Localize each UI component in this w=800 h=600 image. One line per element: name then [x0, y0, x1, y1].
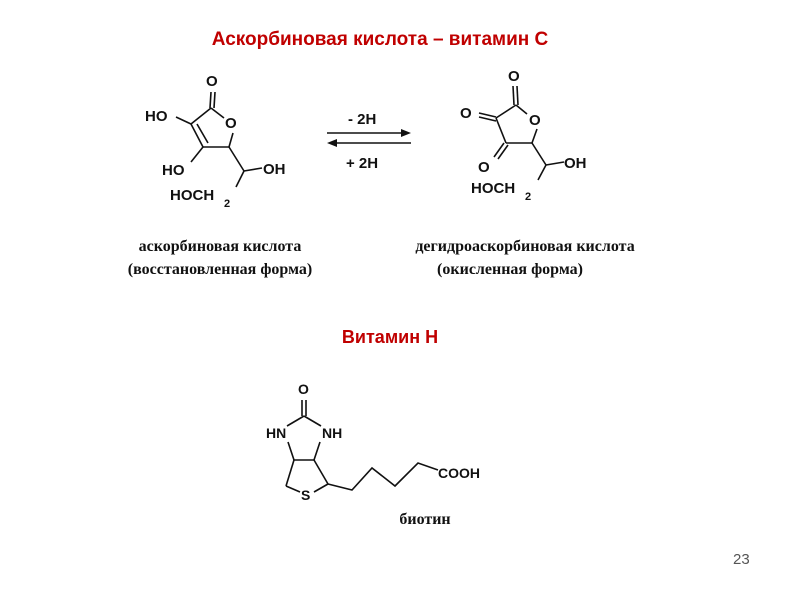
- ascorbic-caption-name: аскорбиновая кислота: [138, 238, 302, 255]
- dehydro-hoch: HOCH: [471, 180, 515, 197]
- dehydroascorbic-acid-structure: [478, 85, 565, 181]
- reaction-forward-label: - 2H: [348, 111, 376, 128]
- ascorbic-hoch: HOCH: [170, 187, 214, 204]
- page-number: 23: [733, 551, 750, 568]
- dehydro-o-bottom: O: [478, 159, 490, 176]
- dehydro-caption-name: дегидроаскорбиновая кислота: [415, 238, 635, 255]
- vitamin-h-title: Витамин Н: [341, 327, 439, 347]
- ascorbic-oh-side: OH: [263, 161, 286, 178]
- biotin-hn: HN: [266, 425, 286, 441]
- ascorbic-ho-top: HO: [145, 108, 168, 125]
- dehydro-caption-form: (окисленная форма): [437, 261, 583, 278]
- dehydro-ring-o: O: [529, 112, 541, 129]
- ascorbic-subscript-2: 2: [224, 198, 230, 210]
- ascorbic-ring-o: O: [225, 115, 237, 132]
- biotin-atom-labels: O HN NH S COOH: [266, 381, 480, 503]
- biotin-caption: биотин: [399, 511, 451, 528]
- dehydroascorbic-acid-atom-labels: O O O O OH HOCH 2: [460, 68, 587, 203]
- biotin-structure: [285, 400, 439, 493]
- biotin-cooh: COOH: [438, 465, 480, 481]
- vitamin-c-title: Аскорбиновая кислота – витамин С: [211, 29, 549, 50]
- ascorbic-ho-bottom: HO: [162, 162, 185, 179]
- ascorbic-caption-form: (восстановленная форма): [127, 261, 313, 278]
- biotin-nh: NH: [322, 425, 342, 441]
- ascorbic-acid-atom-labels: O HO O HO OH HOCH 2: [145, 73, 286, 210]
- dehydro-subscript-2: 2: [525, 191, 531, 203]
- biotin-s: S: [301, 487, 310, 503]
- reaction-reverse-label: + 2H: [346, 155, 378, 172]
- dehydro-o-left: O: [460, 105, 472, 122]
- ascorbic-carbonyl-o: O: [206, 73, 218, 90]
- equilibrium-arrows: [327, 129, 411, 147]
- dehydro-oh-side: OH: [564, 155, 587, 172]
- biotin-o: O: [298, 381, 309, 397]
- dehydro-o-top: O: [508, 68, 520, 85]
- ascorbic-acid-structure: [175, 91, 263, 188]
